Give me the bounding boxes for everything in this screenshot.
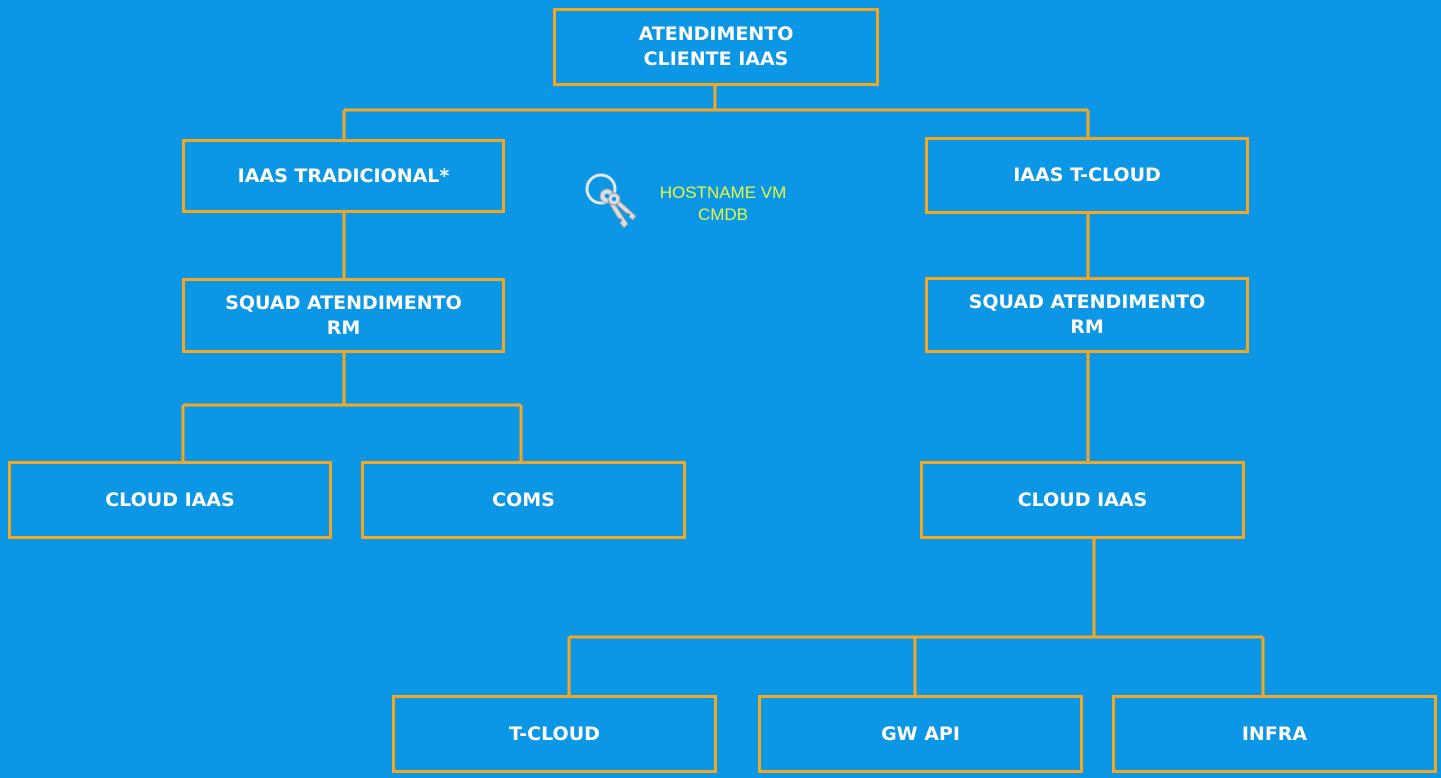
node-t-cloud-label: T-CLOUD xyxy=(509,722,600,745)
node-gw-api-label: GW API xyxy=(881,722,960,745)
node-cloud-iaas-traditional[interactable]: CLOUD IAAS xyxy=(8,461,332,539)
connector-cloud-to-grandchildren xyxy=(567,539,1265,695)
node-infra-label: INFRA xyxy=(1241,722,1308,745)
squad-traditional-line-2: RM xyxy=(326,316,361,339)
root-node-line-1: ATENDIMENTO xyxy=(638,23,794,45)
connector-root-to-level1 xyxy=(342,86,1090,139)
node-cloud-iaas-tcloud-label: CLOUD IAAS xyxy=(1017,488,1148,511)
node-cloud-iaas-traditional-label: CLOUD IAAS xyxy=(105,488,235,511)
root-node-atendimento-cliente-iaas[interactable]: ATENDIMENTO CLIENTE IAAS xyxy=(553,8,879,86)
root-node-line-2: CLIENTE IAAS xyxy=(643,48,789,70)
squad-traditional-label: SQUAD ATENDIMENTO RM xyxy=(225,291,462,341)
node-coms[interactable]: COMS xyxy=(361,461,686,539)
node-squad-atendimento-rm-tcloud[interactable]: SQUAD ATENDIMENTO RM xyxy=(925,277,1249,353)
hostname-annotation: HOSTNAME VM CMDB xyxy=(584,172,824,236)
squad-tcloud-line-2: RM xyxy=(1070,316,1104,338)
node-iaas-t-cloud[interactable]: IAAS T-CLOUD xyxy=(925,137,1249,214)
keys-icon xyxy=(585,173,637,229)
node-iaas-tradicional[interactable]: IAAS TRADICIONAL* xyxy=(182,139,505,213)
node-gw-api[interactable]: GW API xyxy=(758,695,1083,773)
annotation-line-cmdb: CMDB xyxy=(697,205,749,224)
annotation-line-hostname: HOSTNAME VM xyxy=(659,183,787,202)
annotation-text: HOSTNAME VM CMDB xyxy=(634,182,812,226)
squad-tcloud-line-1: SQUAD ATENDIMENTO xyxy=(968,291,1206,313)
node-squad-atendimento-rm-traditional[interactable]: SQUAD ATENDIMENTO RM xyxy=(182,278,505,353)
connector-squad-to-traditional-children xyxy=(181,353,523,461)
squad-traditional-line-1: SQUAD ATENDIMENTO xyxy=(225,291,462,314)
root-node-label: ATENDIMENTO CLIENTE IAAS xyxy=(639,22,794,72)
node-coms-label: COMS xyxy=(492,488,555,511)
node-iaas-t-cloud-label: IAAS T-CLOUD xyxy=(1013,164,1161,186)
node-cloud-iaas-tcloud[interactable]: CLOUD IAAS xyxy=(920,461,1245,539)
node-t-cloud[interactable]: T-CLOUD xyxy=(392,695,717,773)
node-infra[interactable]: INFRA xyxy=(1112,695,1437,773)
squad-tcloud-label: SQUAD ATENDIMENTO RM xyxy=(969,290,1206,340)
node-iaas-tradicional-label: IAAS TRADICIONAL* xyxy=(237,164,450,187)
